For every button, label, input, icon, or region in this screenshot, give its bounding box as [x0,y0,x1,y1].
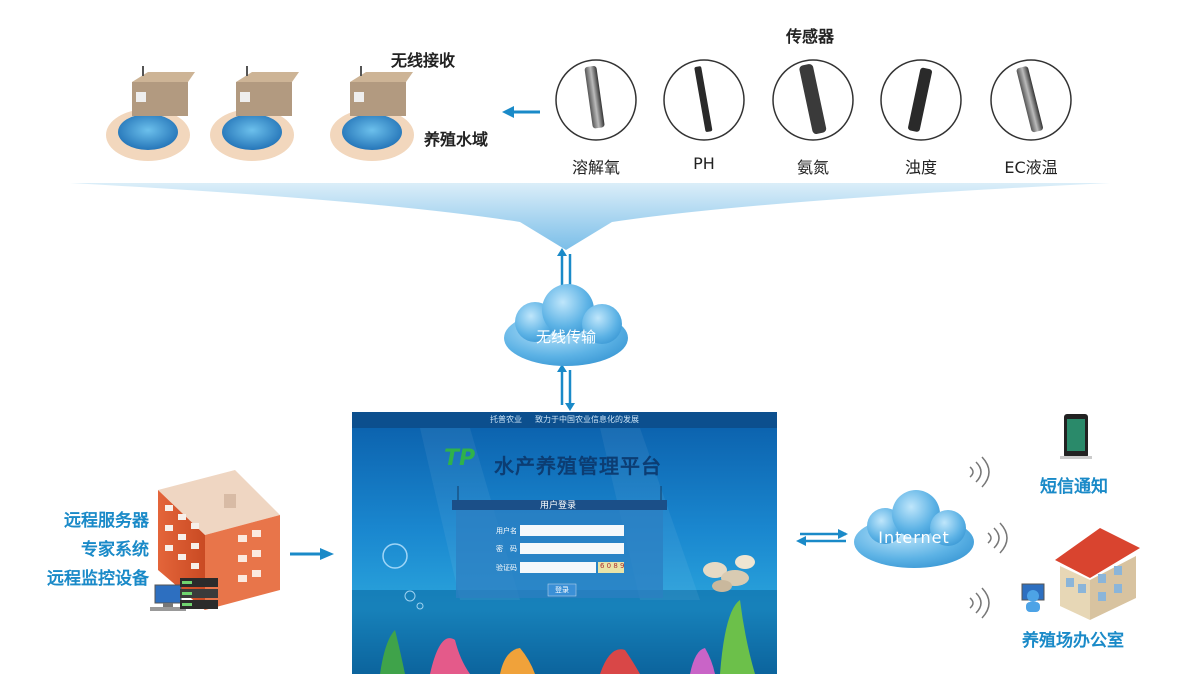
sms-label: 短信通知 [1040,477,1108,497]
platform-logo: TP [444,446,476,471]
sensors-title: 传感器 [786,27,835,46]
sensor-label-ec-temperature: EC液温 [1004,158,1058,177]
platform-top-bar-left: 托普农业 [490,415,522,424]
password-input[interactable] [520,543,624,554]
arrow-sensors-to-pools [502,106,540,118]
wireless-transmission-label: 无线传输 [535,328,596,346]
captcha-image: 6 0 8 9 [600,562,625,570]
sensor-label-dissolved-oxygen: 溶解氧 [571,158,620,177]
signal-icon-bottom [969,587,990,619]
sensor-label-ammonia: 氨氮 [796,158,829,177]
aquaculture-water-label: 养殖水域 [424,130,489,149]
platform-title: 水产养殖管理平台 [494,454,662,478]
pool-2 [210,66,299,161]
password-label: 密 码 [496,545,517,553]
office-label: 养殖场办公室 [1022,631,1124,651]
user-computer-icon [1021,583,1045,612]
sensor-ammonia [772,59,854,141]
captcha-label: 验证码 [496,564,517,572]
sensor-ph [663,59,745,141]
login-button[interactable]: 登录 [555,586,569,594]
sensor-label-turbidity: 浊度 [904,158,937,177]
server-rack-icon [180,578,218,609]
wireless-cloud [504,284,628,366]
arrow-platform-internet [796,529,848,546]
office-house [1055,528,1140,620]
server-building [158,470,280,610]
left-label-expert-system: 专家系统 [81,540,149,560]
internet-cloud [854,490,974,568]
left-label-remote-server: 远程服务器 [64,511,149,531]
username-label: 用户名 [496,527,517,535]
platform-screen [352,412,777,674]
funnel-beam [70,183,1110,250]
internet-label: Internet [878,528,950,547]
wireless-receive-label: 无线接收 [391,51,456,70]
username-input[interactable] [520,525,624,536]
phone-icon [1060,414,1092,459]
left-label-remote-monitoring: 远程监控设备 [47,569,149,589]
sensor-dissolved-oxygen [555,59,637,141]
pool-3 [330,66,414,161]
sensor-circles [555,59,1072,141]
arrow-cloud-to-platform [557,364,575,411]
platform-top-bar-right: 致力于中国农业信息化的发展 [535,415,639,424]
login-title: 用户登录 [540,501,577,511]
pool-1 [106,66,195,161]
sensor-turbidity [880,59,962,141]
arrow-server-to-platform [290,548,334,560]
signal-icon-middle [987,522,1008,554]
signal-icon-top [969,456,990,488]
sensor-label-ph: PH [693,154,715,173]
captcha-input[interactable] [520,562,596,573]
sensor-ec-temperature [990,59,1072,141]
